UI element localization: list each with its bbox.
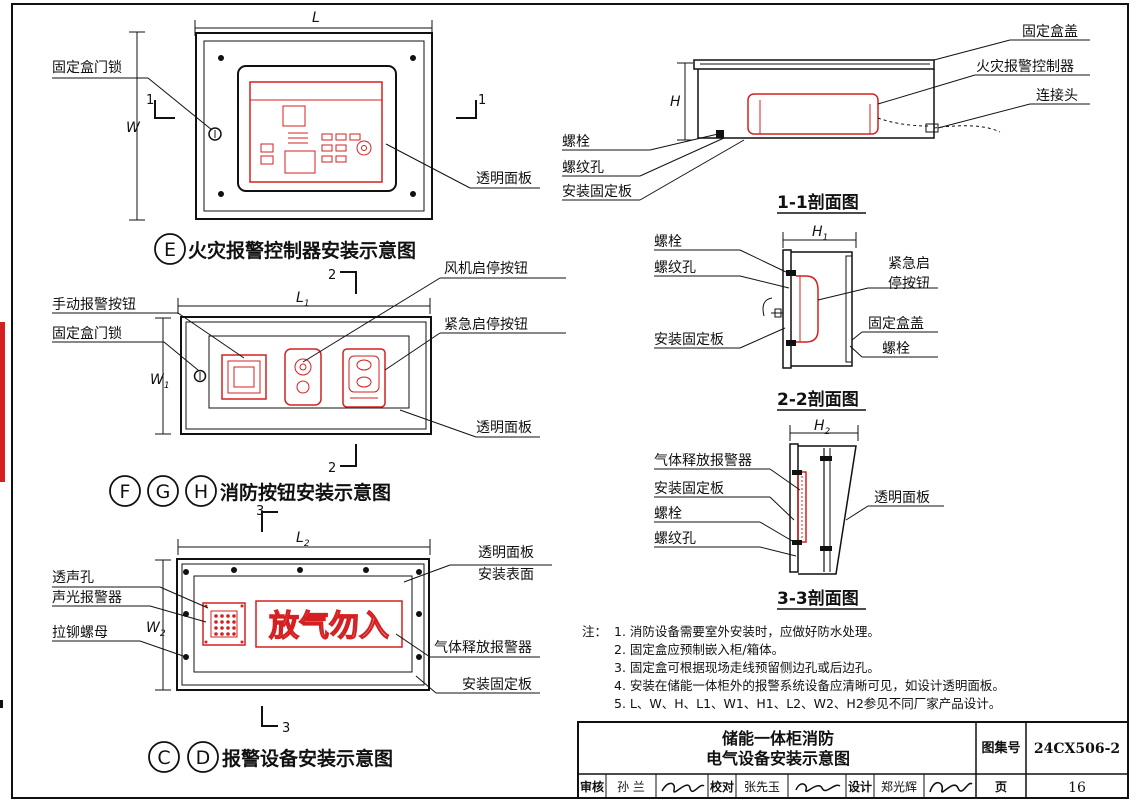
panel-cd-dim-w: W2: [146, 620, 166, 639]
panel-fgh-label-panel: 透明面板: [476, 420, 532, 436]
panel-fgh-badge-g: [147, 475, 179, 507]
panel-cd-title: 报警设备安装示意图: [222, 747, 393, 770]
panel-e-label-panel: 透明面板: [476, 171, 532, 187]
panel-cd-section-mark-bottom: 3: [282, 721, 290, 736]
section-3-label-panel: 透明面板: [874, 490, 930, 506]
title-block-page-no: 16: [1068, 780, 1086, 796]
sheet-border: [11, 3, 1129, 799]
panel-fgh-badge-h-letter: H: [194, 481, 208, 503]
section-2-label-bolt2: 螺栓: [882, 341, 910, 357]
notes-prefix: 注：: [582, 624, 607, 639]
note-4: 4. 安装在储能一体柜外的报警系统设备应清晰可见，如设计透明面板。: [614, 678, 1005, 693]
panel-cd-badge-d-letter: D: [196, 747, 211, 769]
note-1: 1. 消防设备需要室外安装时，应做好防水处理。: [614, 624, 880, 639]
panel-cd-label-panel-line1: 透明面板: [478, 545, 534, 561]
section-3-label-thread-hole: 螺纹孔: [654, 531, 696, 547]
panel-cd-sign-text: 放气勿入: [268, 609, 389, 644]
panel-fgh-badge-g-letter: G: [156, 481, 171, 503]
panel-fgh-label-manual-button: 手动报警按钮: [52, 297, 136, 313]
section-1-label-bolt: 螺栓: [562, 134, 590, 150]
title-block-reviewer: 孙 兰: [617, 780, 645, 794]
title-block-checker: 张先玉: [744, 780, 780, 794]
section-1-label-controller: 火灾报警控制器: [976, 58, 1074, 75]
section-1-label-connector: 连接头: [1036, 87, 1078, 104]
panel-cd-label-gas-alarm: 气体释放报警器: [434, 640, 532, 656]
panel-fgh-section-mark-bottom: 2: [328, 461, 336, 476]
panel-cd-dim-l: L2: [296, 530, 310, 549]
note-2: 2. 固定盒应预制嵌入柜/箱体。: [614, 642, 784, 657]
panel-fgh-label-lock: 固定盒门锁: [52, 325, 122, 342]
designer-signature: [929, 781, 973, 793]
left-edge-marker-top: [0, 322, 5, 482]
panel-e-badge-letter: E: [164, 239, 176, 261]
panel-cd-label-mount-plate: 安装固定板: [462, 677, 532, 693]
panel-cd-badge-c: [148, 741, 180, 773]
panel-fgh-title: 消防按钮安装示意图: [220, 481, 391, 504]
panel-fgh-badge-f: [109, 475, 141, 507]
section-2-label-emergency-line2: 停按钮: [888, 275, 930, 292]
section-1-label-cover: 固定盒盖: [1022, 23, 1078, 40]
section-3-dim-h: H2: [814, 418, 831, 437]
panel-fgh-section-mark-top: 2: [328, 268, 336, 283]
section-1-label-thread-hole: 螺纹孔: [562, 160, 604, 176]
section-2-label-cover: 固定盒盖: [868, 315, 924, 332]
title-block-grid: [577, 721, 1129, 799]
panel-fgh-label-fan-button: 风机启停按钮: [444, 260, 528, 277]
section-3-title: 3-3剖面图: [777, 588, 859, 609]
checker-signature: [795, 783, 841, 793]
panel-e-section-mark-left: 1: [146, 93, 154, 108]
panel-cd-label-sound-hole: 透声孔: [52, 570, 94, 586]
section-2-label-emergency-line1: 紧急启: [888, 256, 930, 272]
panel-e-section-mark-right: 1: [478, 93, 486, 108]
title-block-page-label: 页: [995, 780, 1007, 794]
panel-cd-drawing: [52, 511, 552, 727]
section-1-label-mount-plate: 安装固定板: [562, 184, 632, 200]
panel-fgh-label-emergency-button: 紧急启停按钮: [444, 316, 528, 333]
title-block-atlas-no: 24CX506-2: [1034, 741, 1120, 757]
section-3-label-gas-alarm: 气体释放报警器: [654, 453, 752, 469]
title-block-design-label: 设计: [848, 779, 872, 794]
section-3-label-bolt: 螺栓: [654, 506, 682, 522]
panel-e-badge: [154, 233, 186, 265]
panel-e-dim-l: L: [312, 10, 320, 26]
title-block-title-line2: 电气设备安装示意图: [706, 749, 850, 768]
panel-cd-label-panel-line2: 安装表面: [478, 567, 534, 583]
title-block-review-label: 审核: [580, 779, 604, 794]
panel-e-dim-w: W: [126, 120, 141, 136]
section-3-label-mount-plate: 安装固定板: [654, 481, 724, 497]
panel-e-title: 火灾报警控制器安装示意图: [188, 239, 416, 262]
panel-fgh-dim-w: W1: [150, 372, 170, 391]
title-block-check-label: 校对: [710, 779, 734, 794]
note-5: 5. L、W、H、L1、W1、H1、L2、W2、H2参见不同厂家产品设计。: [614, 696, 1001, 711]
panel-fgh-dim-l: L1: [296, 290, 310, 309]
panel-fgh-drawing: [52, 271, 566, 467]
note-3: 3. 固定盒可根据现场走线预留侧边孔或后边孔。: [614, 660, 880, 675]
section-2-label-bolt: 螺栓: [654, 234, 682, 250]
panel-cd-label-alarm: 声光报警器: [52, 590, 122, 606]
title-block-designer: 郑光辉: [881, 779, 917, 794]
left-edge-marker-bottom: [0, 700, 3, 708]
section-1-dim-h: H: [670, 94, 681, 110]
panel-cd-section-mark-top: 3: [256, 504, 264, 519]
panel-e-label-lock: 固定盒门锁: [52, 59, 122, 76]
section-1-drawing: [562, 39, 1090, 201]
section-2-title: 2-2剖面图: [777, 389, 859, 410]
section-2-drawing: [654, 232, 938, 369]
panel-cd-badge-c-letter: C: [157, 747, 170, 769]
section-2-dim-h: H1: [812, 224, 828, 243]
section-2-label-thread-hole: 螺纹孔: [654, 260, 696, 276]
section-1-title: 1-1剖面图: [777, 192, 859, 213]
title-block-atlas-label: 图集号: [981, 740, 1020, 756]
panel-fgh-badge-h: [185, 475, 217, 507]
panel-fgh-badge-f-letter: F: [120, 481, 131, 503]
section-2-label-mount-plate: 安装固定板: [654, 332, 724, 348]
section-3-drawing: [654, 425, 944, 575]
panel-cd-label-rivet-nut: 拉铆螺母: [52, 625, 108, 641]
panel-cd-badge-d: [187, 741, 219, 773]
panel-e-drawing: L W 1 1: [52, 10, 540, 221]
title-block-title-line1: 储能一体柜消防: [721, 729, 834, 748]
reviewer-signature: [661, 782, 705, 793]
